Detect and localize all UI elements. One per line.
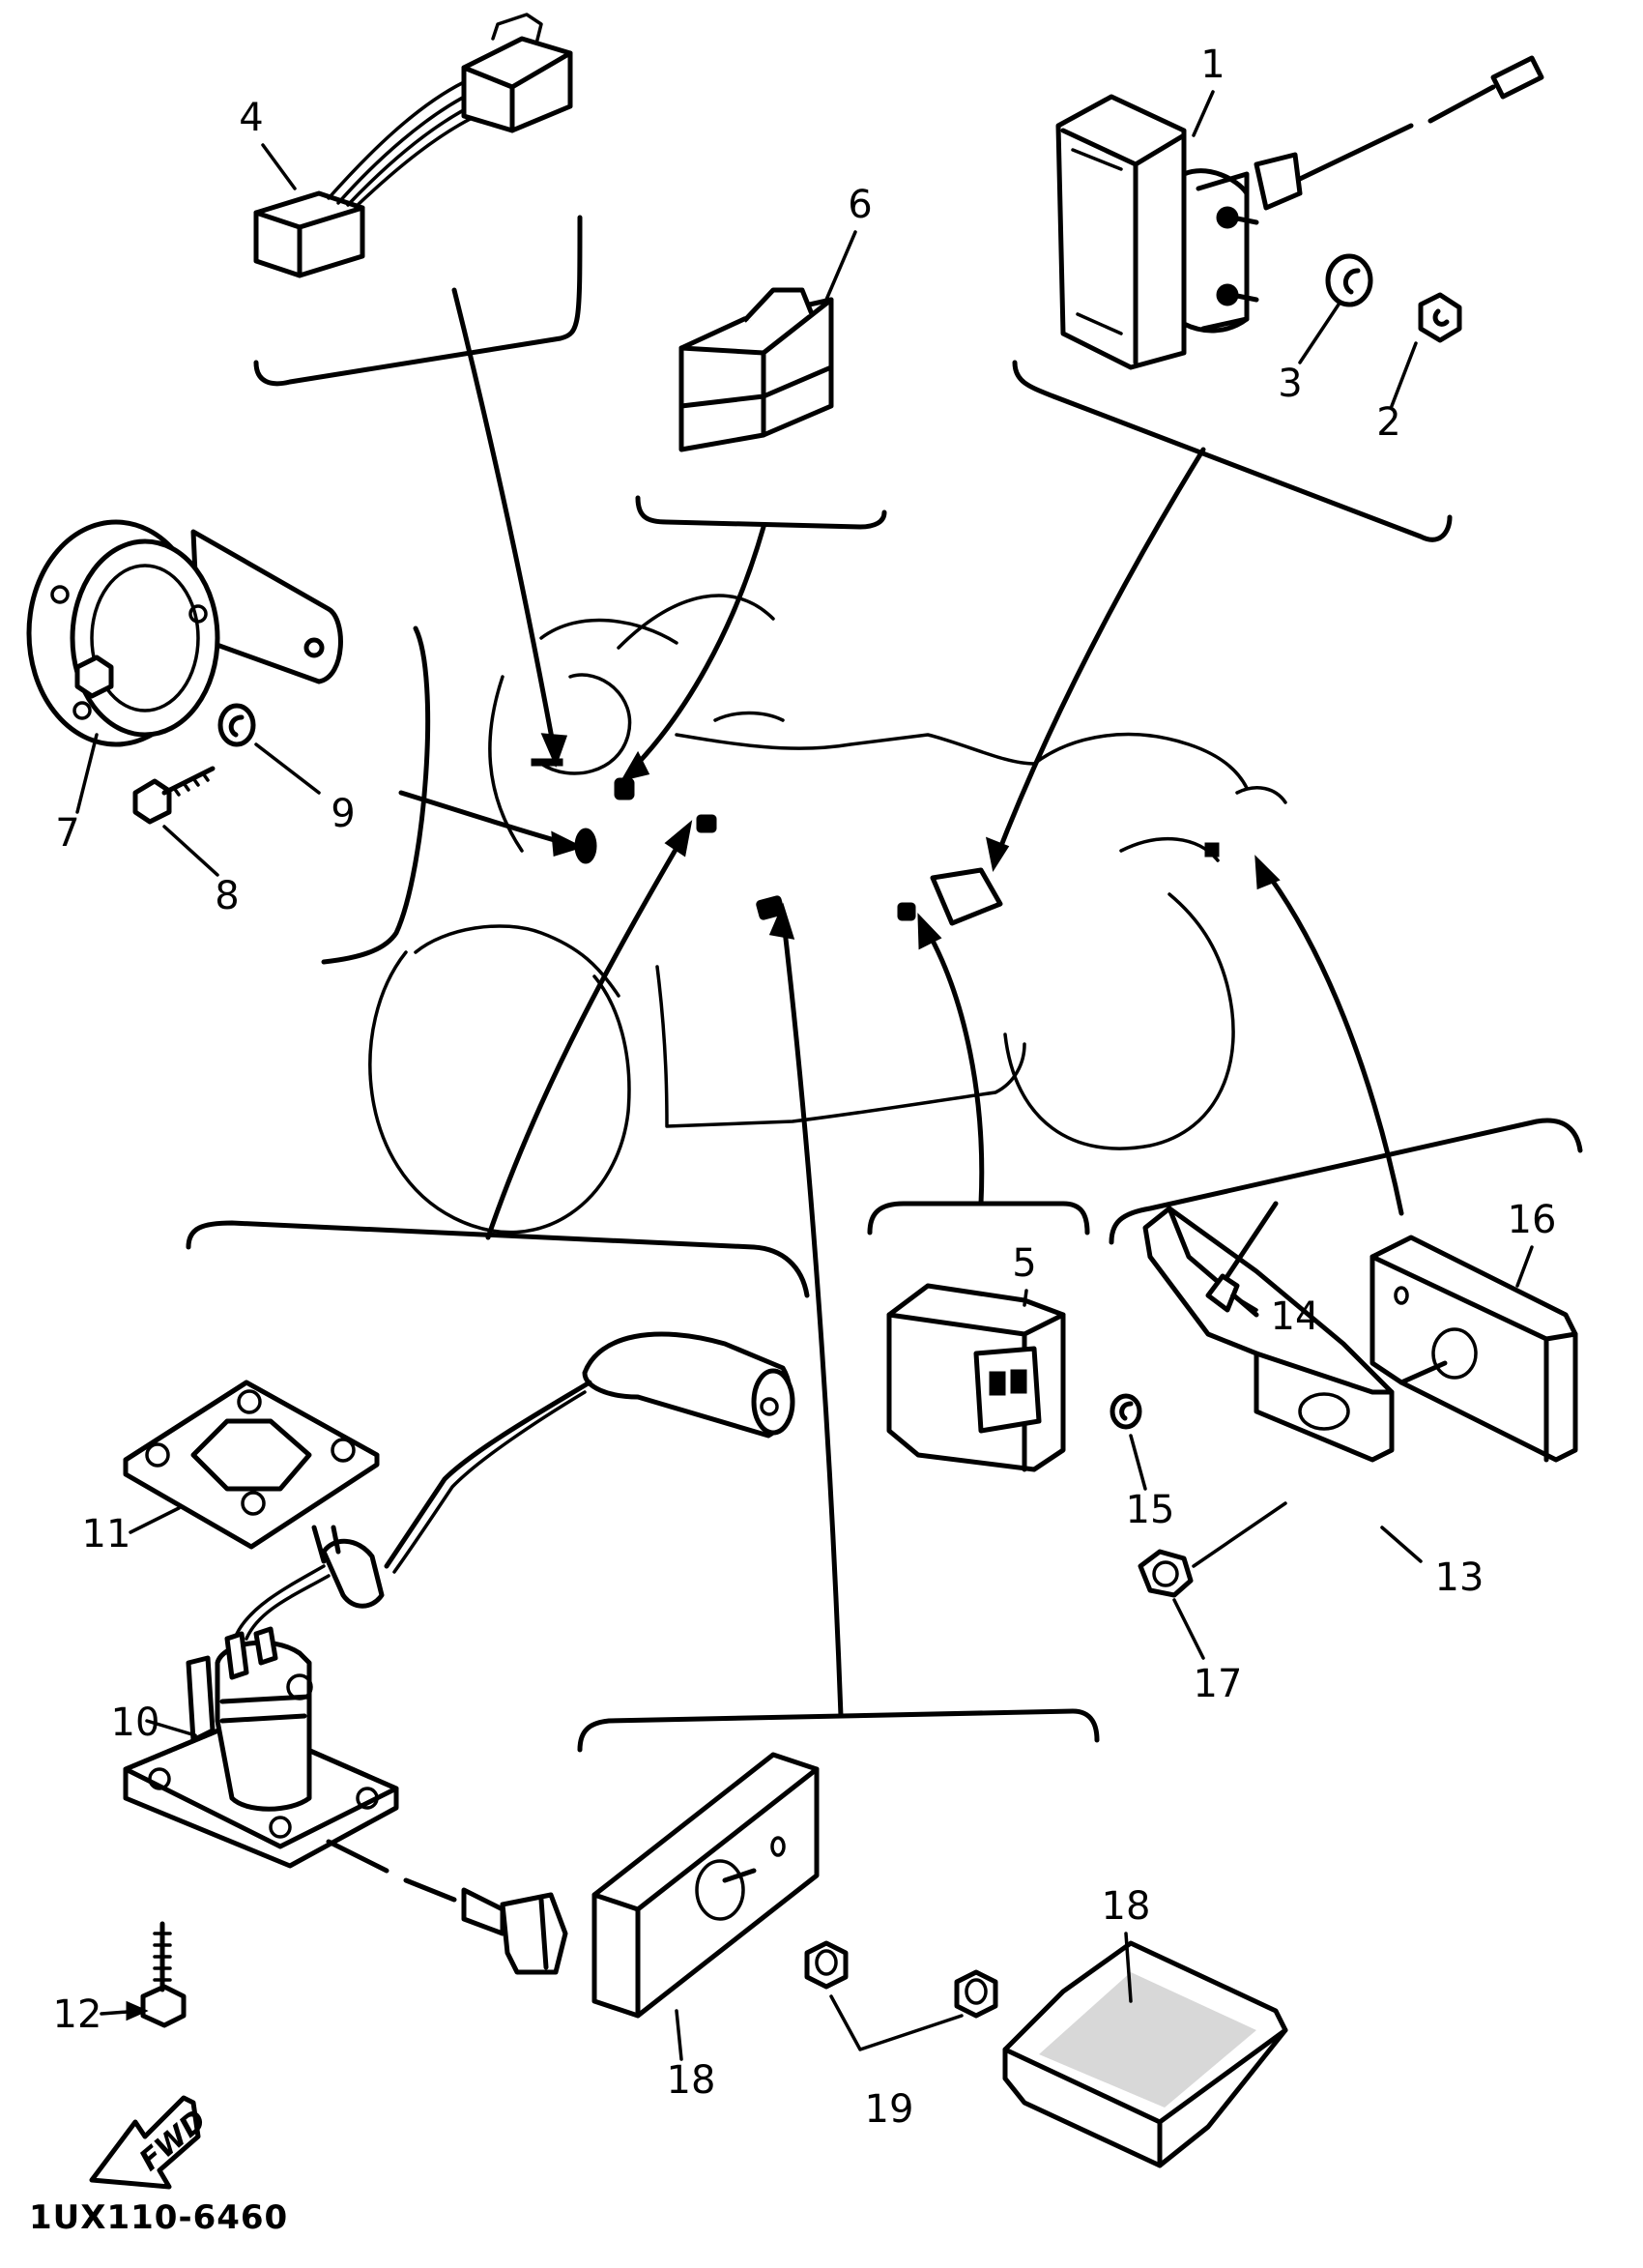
part-12-bolt: 12 <box>53 1921 187 2037</box>
mount-point-10 <box>696 814 717 833</box>
callout-3: 3 <box>1278 362 1302 406</box>
motorcycle-outline <box>368 594 1287 1235</box>
part-9-lock-washer: 9 <box>217 703 356 836</box>
part-18-reflector-rear: 18 <box>1002 1884 1288 2168</box>
callout-2: 2 <box>1376 400 1400 445</box>
callout-9: 9 <box>331 792 355 836</box>
part-1-starter-relay: 1 <box>1055 43 1544 370</box>
part-8-bolt: 8 <box>132 766 240 918</box>
part-3-lock-washer: 3 <box>1278 253 1373 406</box>
part-19-nut: 19 <box>804 1940 998 2132</box>
diagram-code: 1UX110-6460 <box>29 2198 288 2237</box>
callout-18-left: 18 <box>667 2058 716 2103</box>
part-2-nut: 2 <box>1376 292 1462 445</box>
fwd-arrow-icon: FWD <box>89 2095 213 2190</box>
part-6-relay: 6 <box>678 183 873 452</box>
callout-14: 14 <box>1271 1294 1320 1339</box>
mount-point-5 <box>897 902 916 921</box>
mount-point-16 <box>1204 842 1220 858</box>
mount-point-18 <box>756 895 785 920</box>
part-16-reflector: 16 <box>1369 1198 1578 1463</box>
part-17-nut: 17 <box>1138 1501 1287 1706</box>
part-4-connector-harness: 4 <box>239 13 573 278</box>
callout-8: 8 <box>215 874 239 918</box>
part-10-fuel-sender: 10 <box>111 1331 795 1975</box>
part-5-flasher-relay: 5 <box>886 1241 1066 1472</box>
callout-19: 19 <box>865 2087 914 2132</box>
part-18-reflector-side: 18 <box>591 1752 820 2103</box>
part-11-gasket: 11 <box>82 1380 380 1556</box>
callout-16: 16 <box>1508 1198 1557 1242</box>
callout-15: 15 <box>1126 1488 1175 1532</box>
callout-13: 13 <box>1435 1556 1484 1600</box>
callout-5: 5 <box>1012 1241 1036 1286</box>
part-7-horn: 7 <box>26 519 343 856</box>
part-14-rivet: 14 <box>1205 1201 1320 1339</box>
part-13-bracket: 13 <box>1142 1206 1484 1600</box>
mount-point-4 <box>531 758 563 767</box>
callout-1: 1 <box>1200 43 1225 87</box>
callout-4: 4 <box>239 96 263 140</box>
part-15-washer: 15 <box>1110 1393 1175 1532</box>
callout-17: 17 <box>1194 1662 1243 1706</box>
mount-point-1 <box>930 867 1003 926</box>
callout-18-right: 18 <box>1102 1884 1151 1929</box>
group-brackets <box>186 215 1583 1753</box>
callout-12: 12 <box>53 1992 102 2037</box>
callout-6: 6 <box>848 183 872 227</box>
callout-11: 11 <box>82 1512 131 1556</box>
mount-point-6 <box>614 777 635 800</box>
callout-7: 7 <box>55 811 79 856</box>
